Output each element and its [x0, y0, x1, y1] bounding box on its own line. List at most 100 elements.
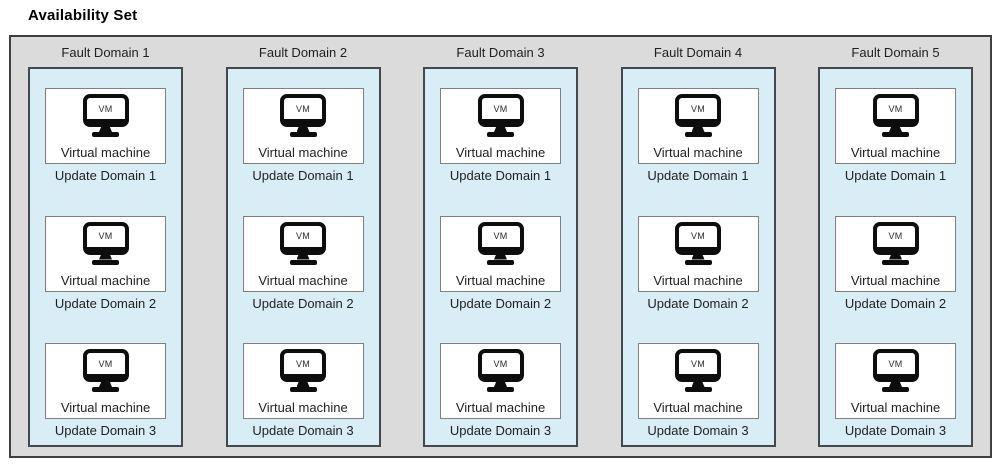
update-domain-group: VM Virtual machine Update Domain 1 — [45, 88, 166, 184]
virtual-machine-label: Virtual machine — [258, 145, 348, 160]
vm-monitor-icon: VM — [675, 349, 721, 392]
virtual-machine-label: Virtual machine — [455, 272, 546, 288]
virtual-machine-box: VM Virtual machine — [637, 343, 759, 419]
vm-monitor-stand-neck — [99, 127, 112, 132]
vm-monitor-screen: VM — [872, 94, 919, 127]
vm-monitor-screen: VM — [675, 221, 721, 255]
fault-domain-column: Fault Domain 4 VM Virtual machine Update… — [620, 39, 776, 447]
fault-domain-column: Fault Domain 3 VM Virtual machine Update… — [423, 39, 578, 447]
update-domain-label: Update Domain 3 — [449, 423, 552, 438]
vm-icon-label: VM — [690, 103, 706, 114]
virtual-machine-label: Virtual machine — [653, 400, 743, 415]
virtual-machine-label: Virtual machine — [258, 400, 348, 415]
vm-monitor-icon: VM — [280, 349, 326, 392]
update-domain-group: VM Virtual machine Update Domain 3 — [45, 343, 166, 439]
vm-monitor-screen: VM — [280, 221, 326, 255]
update-domain-label: Update Domain 3 — [844, 423, 947, 438]
update-domain-group: VM Virtual machine Update Domain 3 — [835, 343, 956, 439]
update-domain-group: VM Virtual machine Update Domain 1 — [835, 88, 956, 184]
vm-icon-label: VM — [98, 103, 113, 114]
vm-monitor-stand-neck — [296, 382, 310, 387]
vm-monitor-stand-base — [289, 387, 317, 392]
update-domain-group: VM Virtual machine Update Domain 2 — [45, 215, 166, 312]
fault-domain-column: Fault Domain 5 VM Virtual machine Update… — [818, 39, 973, 447]
vm-monitor-stand-base — [92, 387, 119, 392]
fault-domain-label: Fault Domain 3 — [456, 45, 545, 60]
vm-monitor-stand-base — [684, 132, 712, 137]
vm-monitor-icon: VM — [477, 94, 524, 137]
update-domain-group: VM Virtual machine Update Domain 2 — [637, 215, 759, 312]
update-domain-group: VM Virtual machine Update Domain 1 — [242, 88, 364, 184]
vm-monitor-stand-base — [289, 259, 317, 265]
virtual-machine-box: VM Virtual machine — [242, 88, 364, 164]
update-domain-group: VM Virtual machine Update Domain 3 — [242, 343, 364, 439]
vm-monitor-icon: VM — [280, 94, 326, 137]
update-domain-group: VM Virtual machine Update Domain 1 — [637, 88, 759, 184]
vm-monitor-stand-base — [882, 132, 909, 137]
vm-monitor-screen: VM — [872, 349, 919, 382]
update-domain-label: Update Domain 2 — [54, 295, 157, 311]
vm-monitor-icon: VM — [675, 94, 721, 137]
vm-icon-label: VM — [98, 231, 113, 241]
virtual-machine-box: VM Virtual machine — [440, 88, 561, 164]
virtual-machine-box: VM Virtual machine — [835, 215, 956, 292]
update-domain-label: Update Domain 1 — [54, 168, 157, 183]
update-domain-label: Update Domain 3 — [54, 423, 157, 438]
vm-monitor-icon: VM — [872, 221, 919, 265]
availability-set-container: Fault Domain 1 VM Virtual machine Update… — [9, 35, 992, 458]
virtual-machine-label: Virtual machine — [60, 145, 151, 160]
vm-icon-label: VM — [295, 358, 311, 369]
fault-domain-column: Fault Domain 1 VM Virtual machine Update… — [28, 39, 183, 447]
vm-icon-label: VM — [98, 358, 113, 369]
vm-icon-label: VM — [493, 231, 508, 241]
vm-monitor-stand-base — [289, 132, 317, 137]
vm-icon-label: VM — [493, 103, 508, 114]
vm-monitor-screen: VM — [675, 349, 721, 382]
vm-icon-label: VM — [295, 231, 311, 241]
vm-monitor-icon: VM — [675, 221, 721, 265]
vm-monitor-icon: VM — [477, 349, 524, 392]
virtual-machine-label: Virtual machine — [60, 272, 151, 288]
fault-domain-box: VM Virtual machine Update Domain 1 VM Vi… — [28, 67, 183, 447]
vm-monitor-stand-neck — [99, 254, 112, 260]
vm-icon-label: VM — [493, 358, 508, 369]
vm-monitor-screen: VM — [82, 349, 129, 382]
virtual-machine-box: VM Virtual machine — [45, 215, 166, 292]
vm-icon-label: VM — [690, 231, 706, 241]
fault-domain-label: Fault Domain 2 — [258, 45, 348, 60]
vm-monitor-screen: VM — [872, 221, 919, 255]
update-domain-group: VM Virtual machine Update Domain 2 — [835, 215, 956, 312]
update-domain-group: VM Virtual machine Update Domain 1 — [440, 88, 561, 184]
update-domain-label: Update Domain 2 — [647, 295, 749, 311]
vm-monitor-stand-base — [92, 132, 119, 137]
fault-domain-box: VM Virtual machine Update Domain 1 VM Vi… — [818, 67, 973, 447]
vm-monitor-icon: VM — [477, 221, 524, 265]
fault-domain-column: Fault Domain 2 VM Virtual machine Update… — [225, 39, 381, 447]
page-title: Availability Set — [28, 7, 138, 24]
vm-monitor-icon: VM — [872, 94, 919, 137]
update-domain-group: VM Virtual machine Update Domain 2 — [440, 215, 561, 312]
vm-monitor-icon: VM — [872, 349, 919, 392]
virtual-machine-box: VM Virtual machine — [45, 88, 166, 164]
virtual-machine-label: Virtual machine — [850, 272, 941, 288]
virtual-machine-box: VM Virtual machine — [242, 343, 364, 419]
fault-domain-label: Fault Domain 4 — [653, 45, 743, 60]
vm-monitor-screen: VM — [675, 94, 721, 127]
vm-monitor-stand-neck — [494, 127, 507, 132]
vm-monitor-stand-base — [882, 259, 909, 265]
virtual-machine-label: Virtual machine — [850, 145, 941, 160]
vm-monitor-stand-base — [92, 259, 119, 265]
vm-monitor-stand-neck — [494, 254, 507, 260]
vm-monitor-stand-neck — [691, 254, 705, 260]
vm-monitor-screen: VM — [82, 221, 129, 255]
update-domain-label: Update Domain 1 — [844, 168, 947, 183]
fault-domain-box: VM Virtual machine Update Domain 1 VM Vi… — [423, 67, 578, 447]
vm-monitor-stand-neck — [691, 382, 705, 387]
vm-monitor-icon: VM — [82, 349, 129, 392]
vm-monitor-stand-neck — [889, 127, 902, 132]
vm-monitor-screen: VM — [477, 221, 524, 255]
virtual-machine-box: VM Virtual machine — [242, 215, 364, 292]
virtual-machine-label: Virtual machine — [455, 145, 546, 160]
virtual-machine-box: VM Virtual machine — [637, 215, 759, 292]
vm-monitor-stand-neck — [889, 254, 902, 260]
